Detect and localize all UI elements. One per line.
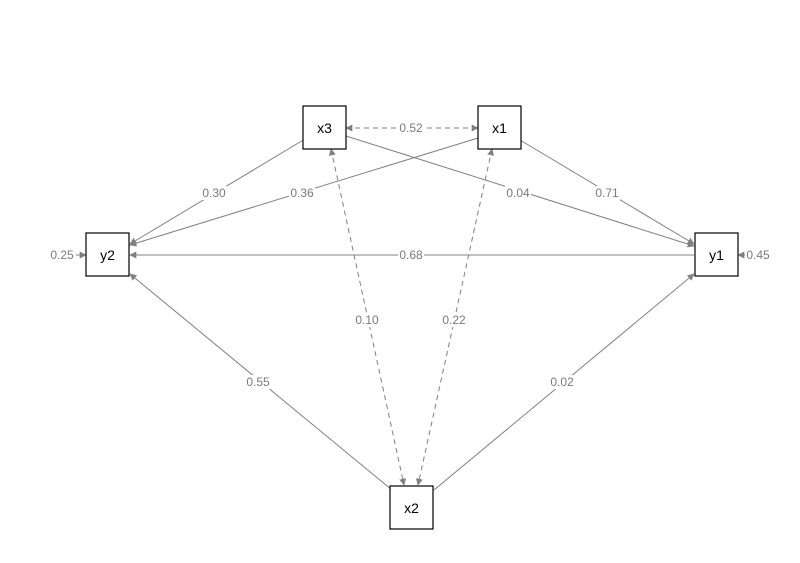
edge-label-text: 0.55 [246, 375, 270, 389]
node-x2[interactable]: x2 [389, 485, 434, 530]
edge-label-text: 0.02 [550, 375, 574, 389]
edge-labels-layer: 0.52 0.30 0.36 0.04 0.71 0.68 0.10 0.22 [49, 121, 771, 389]
node-label: x3 [317, 120, 332, 136]
edge-label-x3-x1: 0.52 [398, 121, 424, 135]
edge-label-x1-x2: 0.22 [441, 313, 467, 327]
edge-label-x3-y2: 0.30 [201, 186, 227, 200]
edge-label-y1-y2: 0.68 [398, 248, 424, 262]
edge-label-x2-y2: 0.55 [245, 375, 271, 389]
edges-layer [76, 124, 748, 491]
edge-label-text: 0.04 [506, 186, 530, 200]
node-label: x1 [492, 120, 507, 136]
edge-label-text: 0.68 [399, 248, 423, 262]
edge-label-text: 0.71 [595, 186, 619, 200]
edge-label-x1-y2: 0.36 [289, 186, 315, 200]
edge-label-text: 0.36 [290, 186, 314, 200]
residual-label-y1: 0.45 [745, 248, 771, 262]
edge-label-x3-x2: 0.10 [354, 313, 380, 327]
residual-label-text: 0.25 [50, 248, 74, 262]
nodes-layer: x3 x1 y2 y1 x2 [85, 105, 739, 530]
edge-label-text: 0.10 [355, 313, 379, 327]
node-label: x2 [404, 500, 419, 516]
residual-label-text: 0.45 [746, 248, 770, 262]
residual-label-y2: 0.25 [49, 248, 75, 262]
node-x3[interactable]: x3 [302, 105, 347, 150]
edge-label-x1-y1: 0.71 [594, 186, 620, 200]
edge-label-x2-y1: 0.02 [549, 375, 575, 389]
edge-label-text: 0.22 [442, 313, 466, 327]
edge-label-x3-y1: 0.04 [505, 186, 531, 200]
node-label: y1 [709, 247, 724, 263]
edge-label-text: 0.52 [399, 121, 423, 135]
node-x1[interactable]: x1 [477, 105, 522, 150]
node-y2[interactable]: y2 [85, 232, 130, 277]
edge-label-text: 0.30 [202, 186, 226, 200]
node-y1[interactable]: y1 [694, 232, 739, 277]
node-label: y2 [100, 247, 115, 263]
